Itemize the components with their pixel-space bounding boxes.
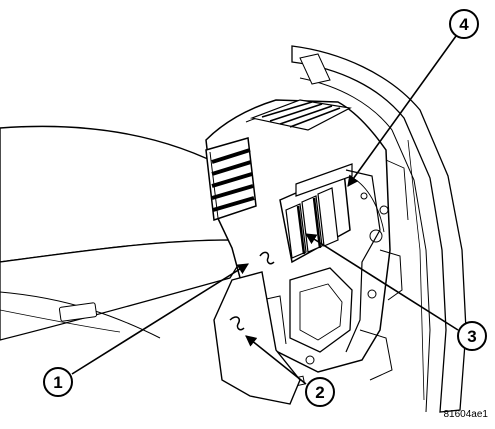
top-air-vent	[249, 99, 352, 131]
top-pillar-piece	[299, 53, 331, 85]
callout-2-label: 2	[315, 383, 324, 402]
callout-2: 2	[305, 377, 335, 407]
callout-1-label: 1	[53, 373, 62, 392]
callout-4-label: 4	[459, 15, 469, 34]
internal-bracket	[261, 159, 409, 389]
callout-1: 1	[43, 367, 73, 397]
upper-clip	[259, 251, 275, 265]
a-pillar-outer	[291, 45, 467, 413]
leader-line-1	[71, 263, 249, 375]
door-frame-rib	[407, 139, 425, 401]
leader-line-3	[305, 233, 459, 331]
leader-line-2	[245, 335, 307, 385]
side-air-vent	[205, 137, 257, 222]
callout-3: 3	[457, 321, 487, 351]
reference-code: 81604ae1	[444, 409, 489, 420]
dashboard-slot	[58, 302, 98, 322]
callout-3-label: 3	[467, 327, 476, 346]
leader-line-4	[347, 35, 457, 187]
dashboard-lower-edge	[0, 309, 121, 333]
lower-clip	[229, 316, 245, 331]
callout-4: 4	[449, 9, 479, 39]
